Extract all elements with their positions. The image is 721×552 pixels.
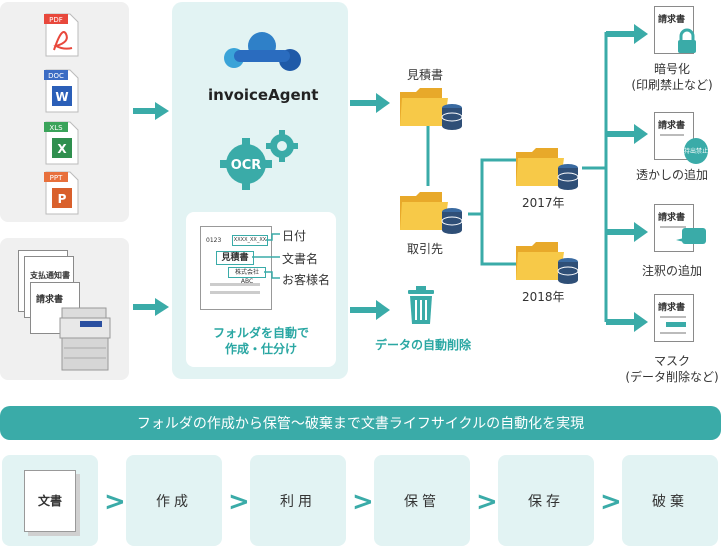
arrow-agent-to-folders bbox=[350, 93, 390, 113]
auto-folder-caption-line2: 作成・仕分け bbox=[224, 342, 297, 356]
lock-icon bbox=[678, 28, 696, 53]
invoice-agent-logo: invoiceAgent bbox=[208, 86, 319, 104]
auto-folder-caption-line1: フォルダを自動で bbox=[212, 326, 309, 340]
invoice-agent-logo-icon bbox=[224, 32, 301, 71]
encrypt-label-line2: (印刷禁止など) bbox=[631, 78, 713, 92]
lifecycle-chevron-1: > bbox=[104, 487, 126, 517]
lifecycle-step-create: 作成 bbox=[126, 455, 222, 546]
lifecycle-chevron-5: > bbox=[600, 487, 622, 517]
ocr-doc-number: 0123 bbox=[206, 237, 222, 244]
output-doc-watermark-title: 請求書 bbox=[658, 121, 686, 131]
lifecycle-step-use: 利用 bbox=[250, 455, 346, 546]
output-doc-mask bbox=[654, 294, 694, 342]
lifecycle-step-destroy: 破棄 bbox=[622, 455, 718, 546]
mask-bar-1 bbox=[660, 316, 686, 318]
paper-document-front-title: 請求書 bbox=[36, 295, 64, 305]
pdf-label: PDF bbox=[49, 16, 63, 24]
lifecycle-banner: フォルダの作成から保管～破棄まで文書ライフサイクルの自動化を実現 bbox=[0, 406, 721, 440]
folder-estimate-icon bbox=[400, 88, 463, 130]
folder-2017-label: 2017年 bbox=[522, 196, 565, 210]
output-doc-watermark-line bbox=[660, 134, 684, 136]
comment-bubble-icon bbox=[676, 228, 706, 244]
ocr-sample-document bbox=[200, 226, 272, 310]
folder-client-label: 取引先 bbox=[407, 242, 444, 256]
folder-2017-icon bbox=[516, 148, 579, 190]
lifecycle-document-label: 文書 bbox=[37, 494, 62, 508]
ppt-file-icon: PPT P bbox=[44, 171, 79, 215]
field-label-date: 日付 bbox=[282, 229, 307, 243]
ppt-label: PPT bbox=[50, 174, 63, 182]
doc-label: DOC bbox=[48, 72, 64, 80]
folder-client-icon bbox=[400, 192, 463, 234]
xls-file-icon: XLS X bbox=[44, 121, 79, 165]
folder-estimate-label: 見積書 bbox=[407, 68, 444, 82]
folder-tree-connectors bbox=[426, 32, 608, 322]
mask-label-line1: マスク bbox=[653, 354, 690, 368]
field-label-docname: 文書名 bbox=[282, 252, 319, 266]
ocr-gear-icon: OCR bbox=[220, 130, 298, 190]
folder-2018-label: 2018年 bbox=[522, 290, 565, 304]
arrow-paper-to-agent bbox=[133, 298, 169, 316]
lifecycle-step-document: 文書 bbox=[2, 455, 98, 546]
auto-delete-label: データの自動削除 bbox=[375, 338, 472, 352]
annotation-label: 注釈の追加 bbox=[641, 264, 702, 278]
multifunction-printer-icon bbox=[59, 307, 111, 371]
output-doc-encrypted-title: 請求書 bbox=[658, 15, 686, 25]
ocr-label: OCR bbox=[231, 158, 262, 173]
lifecycle-chevron-2: > bbox=[228, 487, 250, 517]
output-doc-annotation-title: 請求書 bbox=[658, 213, 686, 223]
confidential-stamp-icon: 持出禁止 bbox=[684, 138, 708, 164]
output-arrows bbox=[606, 24, 648, 332]
mask-label-line2: (データ削除など) bbox=[625, 370, 719, 384]
svg-text:W: W bbox=[55, 90, 68, 104]
paper-document-back-title: 支払通知書 bbox=[30, 271, 70, 280]
lifecycle-chevron-3: > bbox=[352, 487, 374, 517]
encrypt-label-line1: 暗号化 bbox=[653, 62, 690, 76]
lifecycle-document-icon: 文書 bbox=[24, 469, 76, 532]
svg-text:P: P bbox=[58, 192, 67, 206]
arrow-files-to-agent bbox=[133, 102, 169, 120]
output-doc-mask-title: 請求書 bbox=[658, 303, 686, 313]
svg-text:X: X bbox=[57, 142, 67, 156]
watermark-label: 透かしの追加 bbox=[635, 168, 708, 182]
trash-can-icon bbox=[408, 286, 434, 324]
mask-bar-2 bbox=[666, 322, 686, 327]
folder-2018-icon bbox=[516, 242, 579, 284]
mask-bar-3 bbox=[660, 332, 686, 334]
lifecycle-step-preserve: 保存 bbox=[498, 455, 594, 546]
xls-label: XLS bbox=[49, 124, 63, 132]
output-doc-annotation-line bbox=[660, 226, 686, 228]
ocr-field-connectors bbox=[252, 233, 280, 279]
ocr-doc-line-1 bbox=[210, 283, 260, 286]
lifecycle-chevron-4: > bbox=[476, 487, 498, 517]
ocr-doc-line-2 bbox=[210, 291, 260, 294]
lifecycle-step-store: 保管 bbox=[374, 455, 470, 546]
pdf-file-icon: PDF bbox=[44, 13, 79, 57]
doc-file-icon: DOC W bbox=[44, 69, 79, 113]
field-label-customer: お客様名 bbox=[282, 273, 331, 287]
ocr-doc-title: 見積書 bbox=[216, 251, 254, 265]
arrow-agent-to-delete bbox=[350, 300, 390, 320]
